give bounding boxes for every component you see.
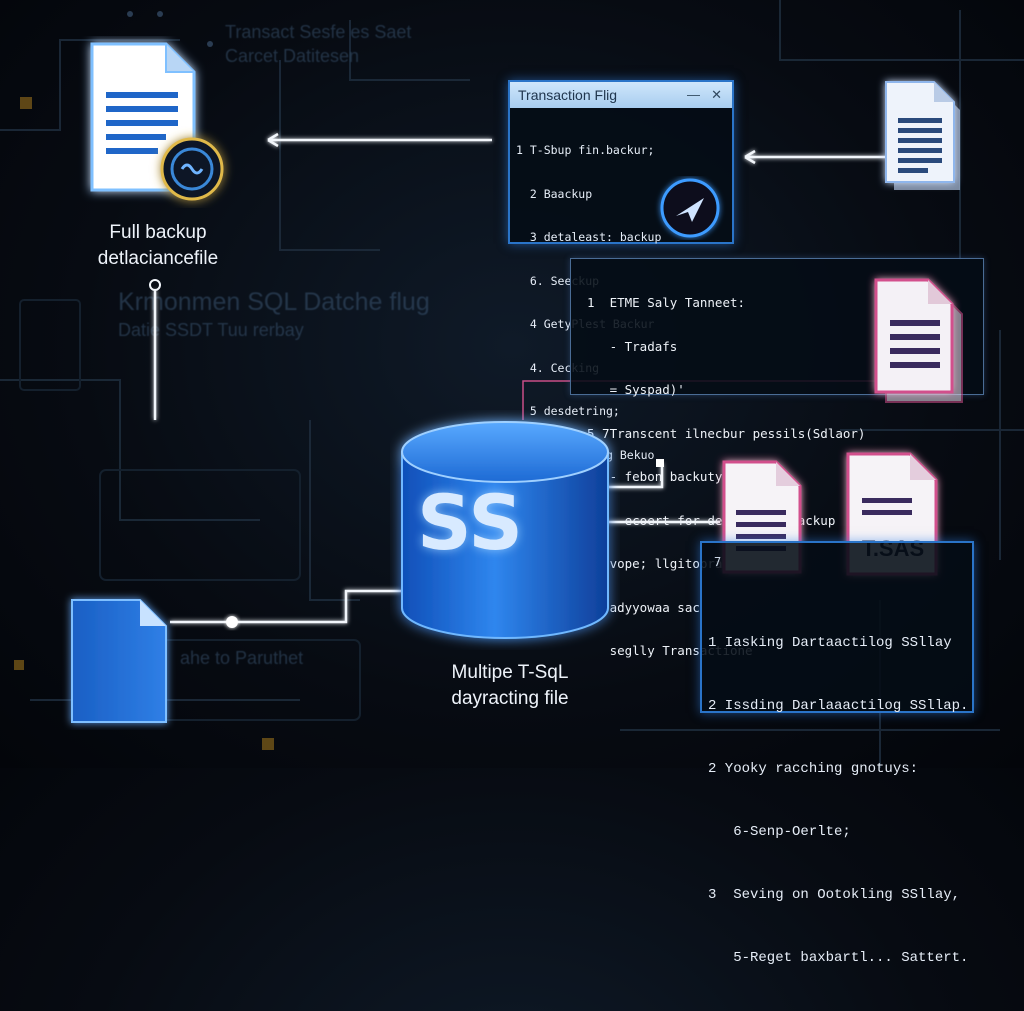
code-line: 2 Baackup <box>516 186 593 201</box>
ghost-text: Krmonmen SQL Datche flug <box>118 288 430 316</box>
full-backup-label-line1: Full backup <box>109 222 207 243</box>
left-blue-doc-icon <box>71 599 167 723</box>
db-to-tsas-line <box>606 463 664 489</box>
full-backup-label-line2: detlaciancefile <box>97 248 219 269</box>
amber-dot <box>14 660 24 670</box>
connector-lines <box>149 132 886 628</box>
database-label-line2: dayracting file <box>451 688 569 709</box>
code-line: 3 detaleast: backup <box>516 230 662 244</box>
ghost-text: Datie SSDT Tuu rerbay <box>118 320 304 340</box>
amber-dot <box>20 97 32 109</box>
top-right-doc-icon <box>885 81 960 190</box>
code-line: 2 Yooky racching gnotuys: <box>708 761 919 777</box>
code-line: 1 T-Sbup fin.backur; <box>516 143 655 157</box>
code-line: - febon backuty <box>587 469 723 484</box>
database-cylinder-icon <box>401 421 609 639</box>
code-line: 1 ETME Saly Tanneet: <box>587 295 746 310</box>
ghost-text: ahe to Paruthet <box>180 648 304 668</box>
bottom-code-panel: 7 1 Iasking Dartaactilog SSllay 2 Issdin… <box>700 541 974 966</box>
amber-dot <box>262 738 274 750</box>
close-icon[interactable]: ✕ <box>711 87 722 102</box>
transaction-window-titlebar: Transaction Flig — ✕ <box>510 82 732 108</box>
full-backup-doc-icon <box>90 42 224 201</box>
full-backup-label: Full backup detlaciancefile <box>78 220 238 272</box>
bottom-panel-marker: 7 <box>714 555 722 569</box>
code-line: adyyowaa sac <box>587 599 700 615</box>
database-label: Multipe T-SqL dayracting file <box>420 660 600 712</box>
transaction-window-title: Transaction Flig <box>518 87 618 103</box>
bottom-code: 1 Iasking Dartaactilog SSllay 2 Issding … <box>708 591 968 1011</box>
left-doc-to-db-line <box>170 589 402 624</box>
code-line: 6-Senp-Oerlte; <box>708 824 851 840</box>
ghost-text: Transact Sesfe es Saet <box>225 22 412 42</box>
code-line: 2 Issding Darlaaactilog SSllap. <box>708 698 969 714</box>
transaction-window: Transaction Flig — ✕ 1 T-Sbup fin.backur… <box>508 80 734 462</box>
pink-doc-icon <box>874 278 963 403</box>
code-line: 3 Seving on Ootokling SSllay, <box>708 887 961 903</box>
code-line: 5 7Transcent ilnecbur pessils(Sdlaor) <box>587 425 866 441</box>
database-logo: SS <box>416 478 524 567</box>
code-line: - Tradafs <box>587 338 678 354</box>
ghost-text: Carcet Datitesen <box>225 46 360 66</box>
arrow-badge-icon <box>660 178 720 238</box>
database-label-line1: Multipe T-SqL <box>451 662 569 683</box>
code-line: 1 Iasking Dartaactilog SSllay <box>708 635 952 651</box>
diagram-canvas: Transact Sesfe es Saet Carcet Datitesen … <box>0 0 1024 966</box>
code-line: 5-Reget baxbartl... Sattert. <box>708 950 969 966</box>
code-line: 5 desdetring; <box>516 404 620 418</box>
code-line: = Syspad)' <box>587 382 685 397</box>
minimize-icon[interactable]: — <box>687 87 700 102</box>
